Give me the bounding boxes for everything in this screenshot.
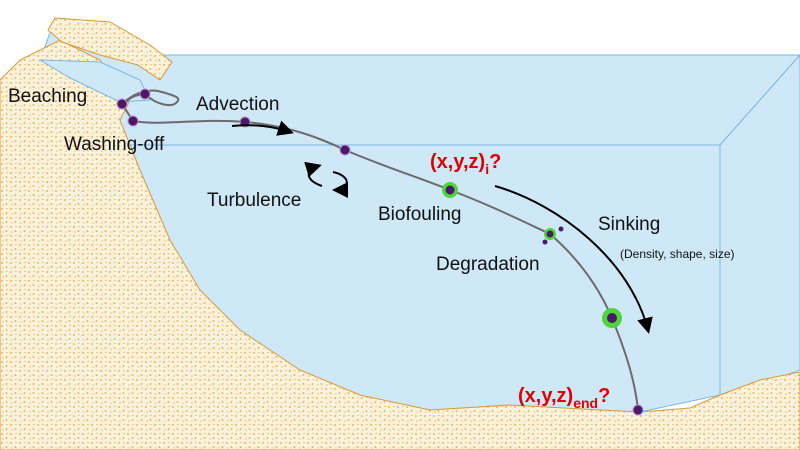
particle-degradation — [546, 230, 554, 238]
fragment-2 — [542, 239, 548, 245]
particle-sinking — [607, 313, 617, 323]
particle-beach-loop — [139, 88, 151, 100]
particle-biofouling — [445, 185, 455, 195]
swirl-arrows-icon — [304, 161, 349, 198]
label-sinking: Sinking — [598, 214, 660, 235]
water-top-face — [29, 17, 800, 146]
curved-arrow-icon — [231, 120, 294, 136]
position-i-sub: i — [485, 161, 489, 177]
position-end-q: ? — [598, 385, 610, 407]
label-turbulence: Turbulence — [207, 190, 301, 211]
fragment-1 — [558, 226, 564, 232]
sinking-arrow-icon — [494, 185, 653, 334]
label-position-i: (x,y,z)i? — [430, 151, 501, 177]
particle-end — [632, 404, 644, 416]
particle-washing-off — [127, 115, 139, 127]
water-side-face — [719, 54, 800, 401]
label-degradation: Degradation — [436, 254, 540, 275]
position-end-sub: end — [573, 395, 598, 411]
label-washing-off: Washing-off — [64, 134, 165, 155]
sand-spit — [47, 17, 173, 81]
particle-turbulence — [339, 144, 351, 156]
particle-beaching — [116, 98, 128, 110]
label-biofouling: Biofouling — [378, 204, 461, 225]
water-inlet — [38, 59, 151, 103]
position-end-base: (x,y,z) — [518, 385, 573, 407]
label-beaching: Beaching — [8, 86, 87, 107]
position-i-q: ? — [489, 151, 501, 173]
label-sinking-note: (Density, shape, size) — [620, 247, 735, 261]
position-i-base: (x,y,z) — [430, 151, 485, 173]
label-advection: Advection — [196, 94, 279, 115]
label-position-end: (x,y,z)end? — [518, 385, 610, 411]
